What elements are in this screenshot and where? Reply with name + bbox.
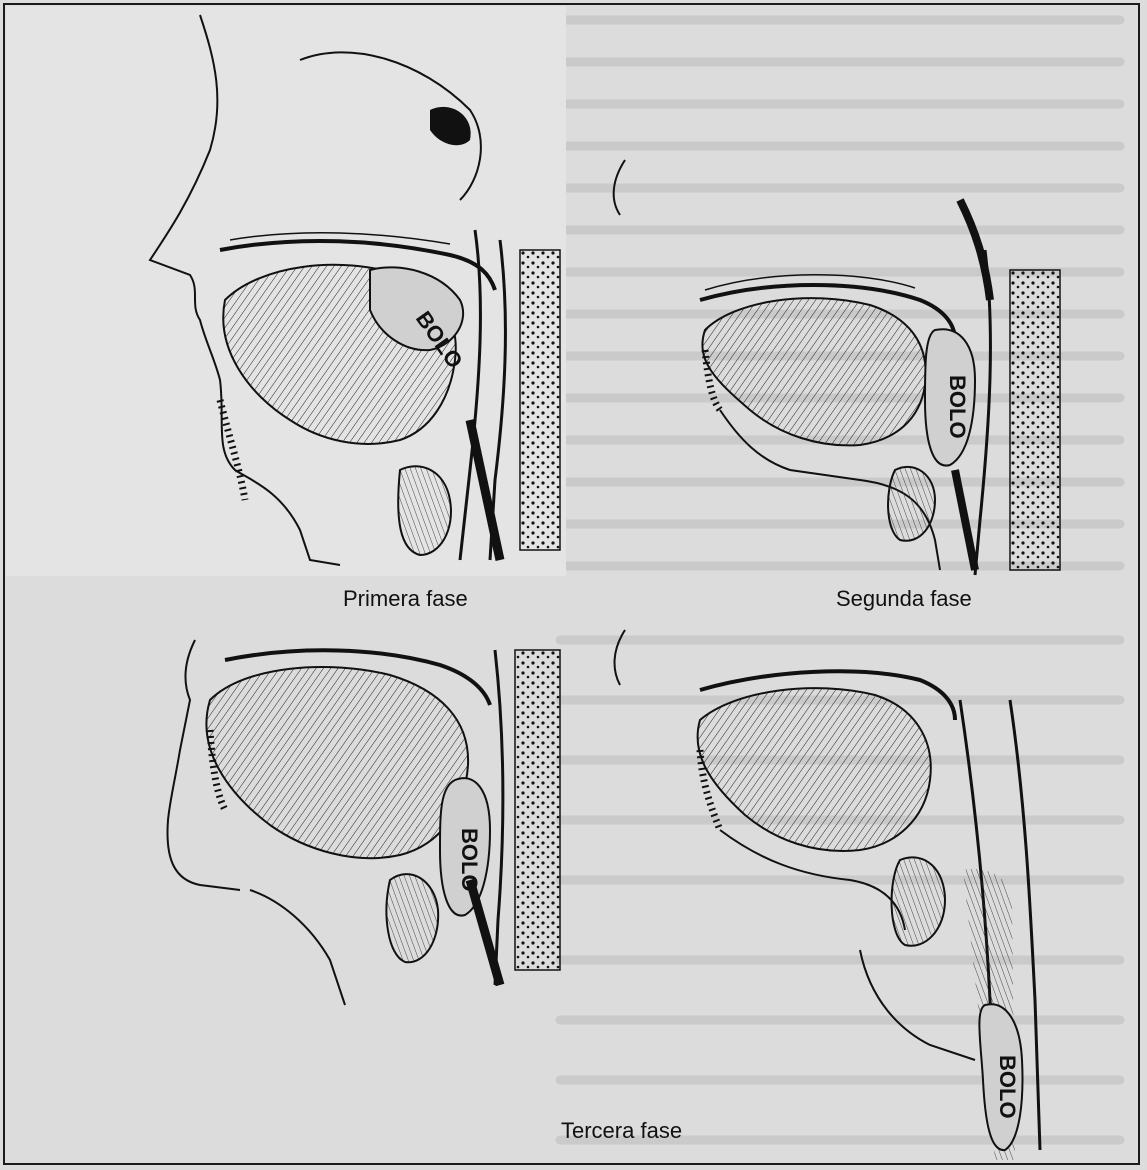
caption-primera-fase: Primera fase (343, 586, 468, 612)
panel-tercera-fase-right: BOLO (615, 630, 1040, 1160)
panel-segunda-fase: BOLO (614, 160, 1060, 575)
caption-tercera-fase: Tercera fase (561, 1118, 682, 1144)
bolus-label: BOLO (995, 1055, 1020, 1119)
bolus-tercera-left: BOLO (440, 778, 490, 915)
panel-tercera-fase-left: BOLO (167, 640, 560, 1005)
panel-primera-fase: BOLO (6, 6, 566, 576)
bolus-segunda: BOLO (925, 329, 975, 465)
bolus-label: BOLO (945, 375, 970, 439)
caption-segunda-fase: Segunda fase (836, 586, 972, 612)
bolus-tercera-right: BOLO (979, 1004, 1022, 1150)
